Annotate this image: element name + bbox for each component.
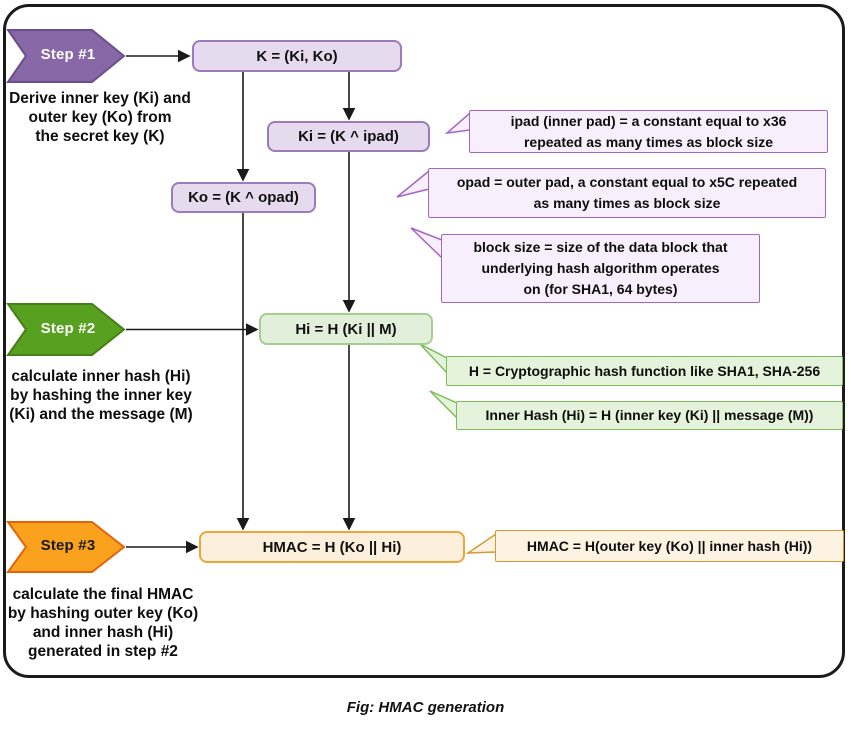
hash-fn-callout-tail bbox=[419, 343, 448, 375]
step3-label: Step #3 bbox=[40, 537, 96, 554]
step1-label: Step #1 bbox=[40, 46, 96, 63]
callout-opad: opad = outer pad, a constant equal to x5… bbox=[428, 168, 826, 218]
callout-hmac-def: HMAC = H(outer key (Ko) || inner hash (H… bbox=[495, 530, 844, 562]
block-size-callout-tail bbox=[410, 227, 443, 260]
hmac-def-callout-tail bbox=[465, 532, 497, 554]
node-hi: Hi = H (Ki || M) bbox=[259, 313, 433, 345]
step2-chevron-shape bbox=[6, 303, 126, 356]
step2-label: Step #2 bbox=[40, 320, 96, 337]
callout-hash-fn: H = Cryptographic hash function like SHA… bbox=[446, 356, 843, 386]
step3-description: calculate the final HMAC by hashing oute… bbox=[7, 586, 199, 660]
inner-hash-callout-tail bbox=[429, 390, 458, 420]
node-ko: Ko = (K ^ opad) bbox=[171, 182, 316, 213]
callout-ipad: ipad (inner pad) = a constant equal to x… bbox=[469, 110, 828, 153]
step2-description: calculate inner hash (Hi) by hashing the… bbox=[9, 368, 193, 423]
step1-description: Derive inner key (Ki) and outer key (Ko)… bbox=[9, 90, 191, 145]
callout-block-size: block size = size of the data block that… bbox=[441, 234, 760, 303]
figure-caption: Fig: HMAC generation bbox=[346, 699, 505, 716]
step1-chevron-shape bbox=[6, 29, 126, 83]
node-k: K = (Ki, Ko) bbox=[192, 40, 402, 72]
step3-chevron-shape bbox=[6, 521, 126, 573]
opad-callout-tail bbox=[396, 169, 430, 198]
ipad-callout-tail bbox=[444, 111, 471, 135]
node-ki: Ki = (K ^ ipad) bbox=[267, 121, 430, 152]
node-hmac: HMAC = H (Ko || Hi) bbox=[199, 531, 465, 563]
callout-inner-hash: Inner Hash (Hi) = H (inner key (Ki) || m… bbox=[456, 401, 843, 430]
